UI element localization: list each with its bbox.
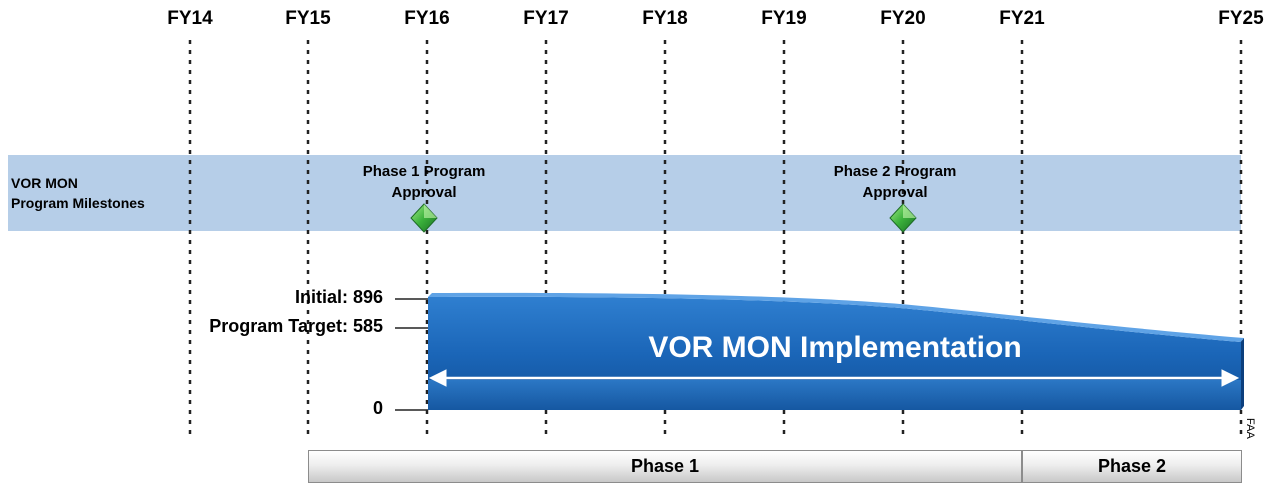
label-program-target: Program Target: 585 bbox=[209, 316, 383, 336]
phase-1-bar bbox=[308, 450, 1022, 483]
band-title: VOR MON Program Milestones bbox=[11, 173, 201, 213]
y-ticks bbox=[395, 298, 428, 411]
fy-label-fy14: FY14 bbox=[167, 8, 213, 29]
milestones-band bbox=[8, 155, 1241, 231]
fy-label-fy20: FY20 bbox=[880, 8, 926, 29]
phase-2-label: Phase 2 bbox=[1097, 456, 1167, 476]
source-credit: FAA bbox=[1244, 418, 1256, 439]
milestone-label-phase2: Phase 2 Program Approval bbox=[795, 161, 995, 203]
milestone-label-phase1: Phase 1 Program Approval bbox=[324, 161, 524, 203]
fy-label-fy21: FY21 bbox=[999, 8, 1045, 29]
implementation-label: VOR MON Implementation bbox=[648, 331, 1022, 364]
fy-label-fy18: FY18 bbox=[642, 8, 688, 29]
fy-label-fy16: FY16 bbox=[404, 8, 450, 29]
milestone-phase1-line1: Phase 1 Program bbox=[362, 163, 486, 180]
fy-label-fy19: FY19 bbox=[761, 8, 807, 29]
phase-2-bar bbox=[1022, 450, 1242, 483]
fy-label-fy17: FY17 bbox=[523, 8, 569, 29]
milestone-phase2-line1: Phase 2 Program bbox=[833, 163, 957, 180]
year-gridlines bbox=[188, 40, 1243, 438]
band-title-line1: VOR MON bbox=[11, 175, 78, 191]
band-title-line2: Program Milestones bbox=[11, 195, 145, 211]
label-zero: 0 bbox=[372, 398, 383, 418]
milestone-phase2-line2: Approval bbox=[862, 184, 928, 201]
label-initial: Initial: 896 bbox=[294, 287, 383, 307]
milestone-phase1-line2: Approval bbox=[391, 184, 457, 201]
implementation-arrow bbox=[428, 369, 1240, 387]
phase-1-label: Phase 1 bbox=[630, 456, 700, 476]
fy-label-fy15: FY15 bbox=[285, 8, 331, 29]
fy-label-fy25: FY25 bbox=[1218, 8, 1264, 29]
